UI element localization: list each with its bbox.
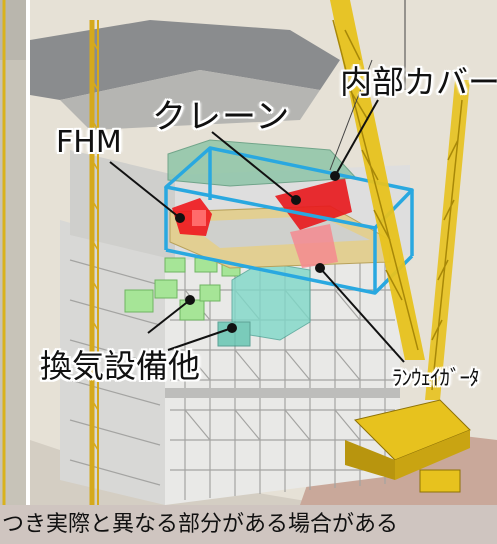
ventilation-equipment xyxy=(124,257,241,321)
crane-label: クレーン xyxy=(152,97,291,137)
inner-cover-label: 内部カバー xyxy=(340,63,497,101)
crawler-crane-right xyxy=(329,0,471,493)
crane-trolley xyxy=(275,178,352,268)
ventilation-label: 換気設備他 xyxy=(40,347,201,385)
disclaimer-caption: つき実際と異なる部分がある場合がある xyxy=(0,505,497,544)
fhm-machine xyxy=(172,198,212,236)
tower-crane-left xyxy=(89,20,99,505)
leader-lines xyxy=(109,99,405,363)
leader-dots xyxy=(175,171,340,333)
fhm-label: FHM xyxy=(56,125,122,160)
runway-girder-label: ﾗﾝｳｪｲｶﾞｰﾀ xyxy=(392,366,479,390)
